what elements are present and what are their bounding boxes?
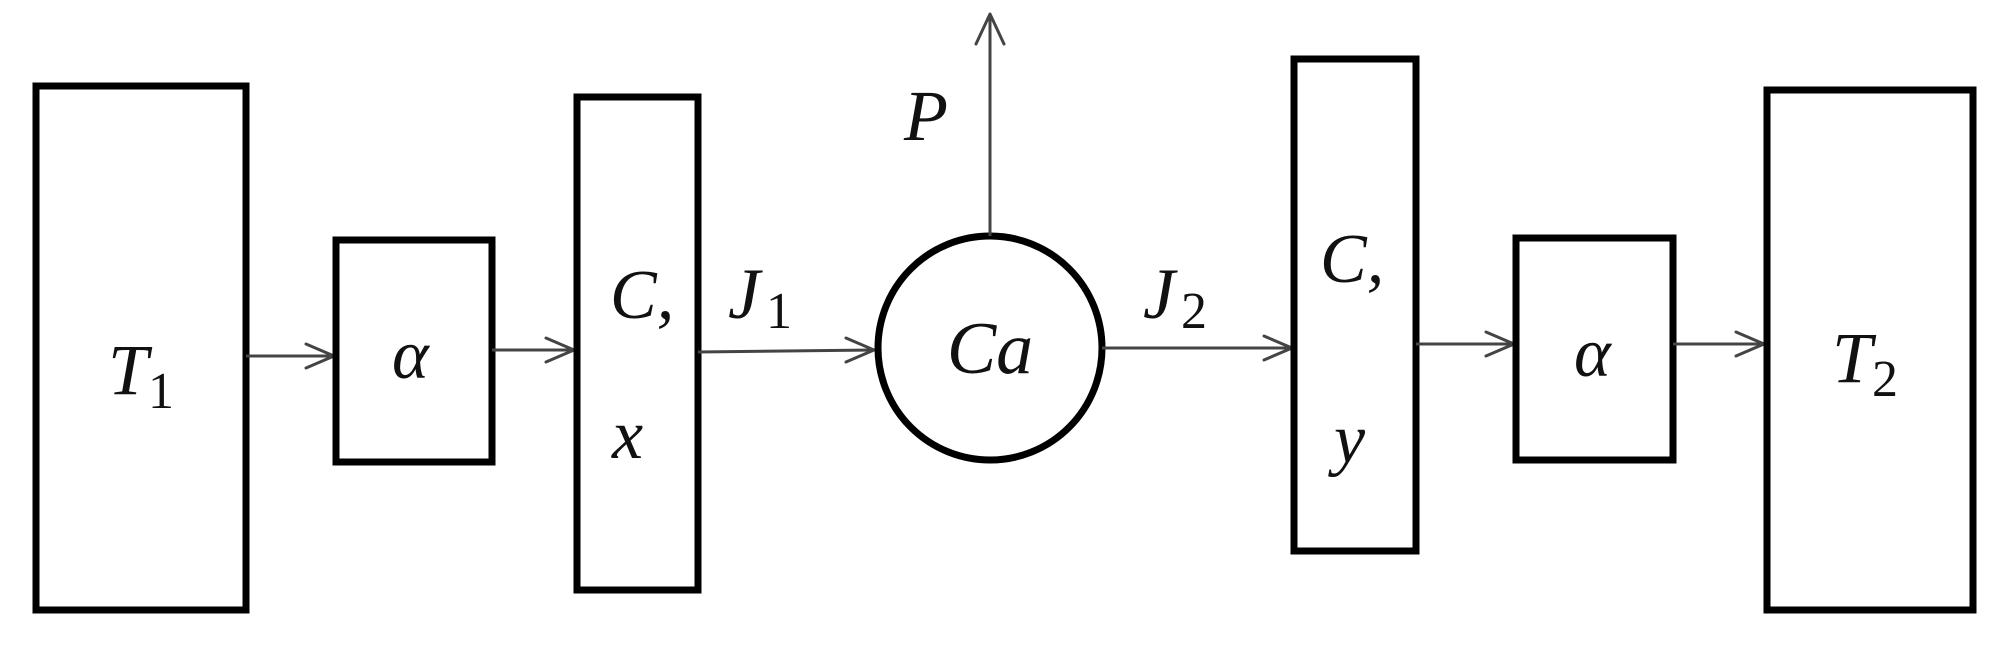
arrow-source-to-left-coupling xyxy=(246,342,336,370)
flow-out-subscript: 2 xyxy=(1181,283,1207,340)
flow-in-arrow xyxy=(697,336,876,364)
sink-reservoir-box xyxy=(1763,86,1977,614)
right-coupling-box xyxy=(1512,234,1677,464)
left-medium: C, x xyxy=(573,93,702,594)
source-reservoir-box xyxy=(32,82,250,614)
sink-reservoir: T2 xyxy=(1763,86,1977,614)
right-coupling-label: α xyxy=(1574,315,1612,392)
right-medium-line2: y xyxy=(1328,401,1366,478)
flow-in-symbol: J xyxy=(728,254,763,334)
engine-label: Ca xyxy=(947,308,1033,390)
left-coupling: α xyxy=(332,236,496,466)
right-medium-line1: C, xyxy=(1320,221,1384,298)
power-output-label: P xyxy=(903,76,948,156)
source-reservoir-symbol: T xyxy=(108,330,153,410)
flow-in-subscript: 1 xyxy=(766,283,792,340)
sink-reservoir-subscript: 2 xyxy=(1872,351,1898,408)
sink-reservoir-label: T2 xyxy=(1832,318,1898,408)
power-output-arrow xyxy=(974,12,1006,236)
arrow-right-medium-to-right-coupling xyxy=(1416,330,1516,358)
left-coupling-label: α xyxy=(392,317,430,394)
source-reservoir-subscript: 1 xyxy=(148,363,174,420)
flow-out-symbol: J xyxy=(1143,254,1178,334)
right-medium-box xyxy=(1290,55,1420,555)
engine: Ca xyxy=(874,232,1106,464)
source-reservoir: T1 xyxy=(32,82,250,614)
left-medium-line1: C, xyxy=(610,257,674,334)
arrow-left-coupling-to-left-medium xyxy=(492,336,576,364)
left-medium-line2: x xyxy=(611,397,643,474)
sink-reservoir-symbol: T xyxy=(1832,318,1877,398)
left-medium-box xyxy=(573,93,702,594)
arrow-right-coupling-to-sink xyxy=(1673,330,1766,358)
source-reservoir-label: T1 xyxy=(108,330,174,420)
right-medium: C, y xyxy=(1290,55,1420,555)
right-coupling: α xyxy=(1512,234,1677,464)
left-coupling-box xyxy=(332,236,496,466)
